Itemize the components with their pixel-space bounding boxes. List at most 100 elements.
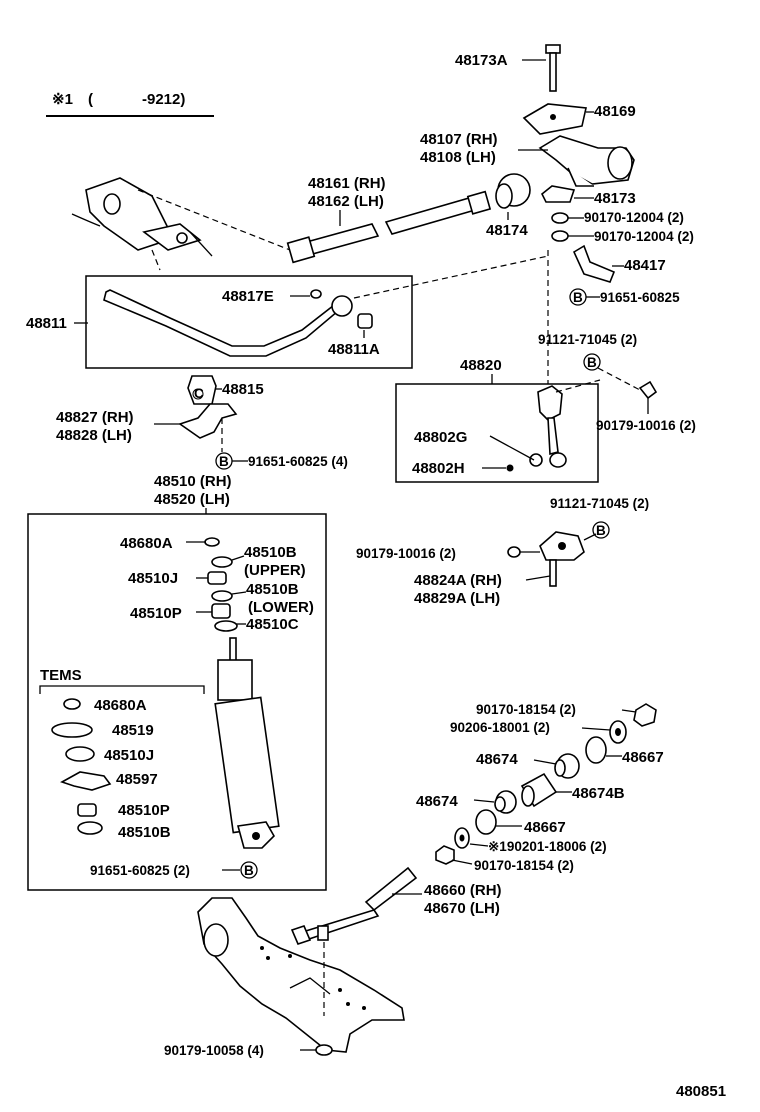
note-paren: (: [88, 91, 93, 108]
label-tems-48510J: 48510J: [104, 747, 154, 764]
bushing-48667-a: [585, 736, 607, 764]
label-48811A: 48811A: [328, 341, 380, 358]
label-48510J: 48510J: [128, 570, 178, 587]
label-48811: 48811: [26, 315, 67, 332]
stabilizer-bar-48811: [103, 289, 353, 357]
label-48824A: 48824A (RH): [414, 572, 502, 589]
bushing-48674-b: [494, 790, 517, 814]
link-48820: [506, 385, 567, 472]
svg-text:B: B: [244, 863, 254, 878]
label-tems-48519: 48519: [112, 722, 154, 739]
label-tems-48680A: 48680A: [94, 697, 147, 714]
label-48520: 48520 (LH): [154, 491, 230, 508]
bolt-48173A: [545, 44, 561, 92]
svg-text:B: B: [219, 454, 229, 469]
nut-90170-18154-a: [633, 703, 657, 727]
nut-90179-10058: [315, 1044, 333, 1056]
label-90170-12004-a: 90170-12004 (2): [584, 210, 684, 225]
label-48828: 48828 (LH): [56, 427, 132, 444]
label-48670: 48670 (LH): [424, 900, 500, 917]
label-tems-48597: 48597: [116, 771, 158, 788]
bracket-48824A: [539, 531, 585, 587]
label-48173: 48173: [594, 190, 636, 207]
sleeve-48674B: [520, 772, 558, 808]
ref-b-1: B: [569, 288, 587, 306]
ref-b-3: B: [215, 452, 233, 470]
label-tems: TEMS: [40, 667, 82, 684]
shock-absorber: [204, 537, 280, 849]
label-48162: 48162 (LH): [308, 193, 384, 210]
label-48173A: 48173A: [455, 52, 508, 69]
nut-90179-10016-b: [507, 546, 521, 558]
nut-90179-10016-a: [638, 380, 658, 400]
svg-text:C: C: [194, 386, 204, 401]
label-90170-12004-b: 90170-12004 (2): [594, 229, 694, 244]
label-91121-71045-a: 91121-71045 (2): [538, 332, 637, 347]
stabilizer-box: [85, 275, 413, 369]
label-48510P: 48510P: [130, 605, 182, 622]
part-48811A: [357, 313, 373, 329]
label-90170-18154-b: 90170-18154 (2): [474, 858, 574, 873]
bushing-48674-a: [554, 753, 580, 779]
nut-90170-12004-b: [551, 230, 569, 242]
label-48108: 48108 (LH): [420, 149, 496, 166]
label-91121-71045-b: 91121-71045 (2): [550, 496, 649, 511]
link-box: [395, 383, 599, 483]
label-48510C: 48510C: [246, 616, 299, 633]
torsion-bar-48161: [286, 190, 492, 264]
washer-190201: [454, 827, 470, 849]
label-48510B-lower: 48510B: [246, 581, 299, 598]
label-48802G: 48802G: [414, 429, 467, 446]
ref-b-4: B: [240, 861, 258, 879]
label-48827: 48827 (RH): [56, 409, 134, 426]
arm-48107: [538, 135, 635, 187]
label-48174: 48174: [486, 222, 528, 239]
note-symbol: ※1: [52, 91, 73, 108]
label-90206-18001: 90206-18001 (2): [450, 720, 550, 735]
label-91651-60825-a: 91651-60825: [600, 290, 680, 305]
note-range: -9212): [142, 91, 185, 108]
label-48660: 48660 (RH): [424, 882, 502, 899]
label-48817E: 48817E: [222, 288, 274, 305]
bracket-48417: [572, 244, 616, 283]
label-lower: (LOWER): [248, 599, 314, 616]
label-90179-10058: 90179-10058 (4): [164, 1043, 264, 1058]
label-91651-60825-c: 91651-60825 (2): [90, 863, 190, 878]
label-48829A: 48829A (LH): [414, 590, 500, 607]
label-48161: 48161 (RH): [308, 175, 386, 192]
label-48815: 48815: [222, 381, 264, 398]
label-48510B-upper: 48510B: [244, 544, 297, 561]
label-48802H: 48802H: [412, 460, 465, 477]
svg-text:B: B: [587, 355, 597, 370]
washer-90206-18001: [609, 720, 627, 744]
shock-box: [27, 513, 327, 891]
block-48173: [540, 185, 576, 203]
note-header: ※1 ( -9212): [46, 91, 214, 117]
label-90170-18154-a: 90170-18154 (2): [476, 702, 576, 717]
label-48417: 48417: [624, 257, 666, 274]
label-48680A: 48680A: [120, 535, 173, 552]
lower-arm: [197, 897, 405, 1053]
label-upper: (UPPER): [244, 562, 306, 579]
label-48667-b: 48667: [524, 819, 566, 836]
bushing-48667-b: [475, 809, 497, 835]
tems-parts: [51, 698, 112, 835]
label-48169: 48169: [594, 103, 636, 120]
label-48510: 48510 (RH): [154, 473, 232, 490]
diagram-id: 480851: [676, 1083, 726, 1100]
nut-90170-12004-a: [551, 212, 569, 224]
label-190201: ※190201-18006 (2): [488, 839, 607, 854]
svg-text:B: B: [573, 290, 583, 305]
label-90179-10016-b: 90179-10016 (2): [356, 546, 456, 561]
ref-b-2: B: [583, 353, 601, 371]
bushing-48174: [495, 173, 531, 209]
label-48667-a: 48667: [622, 749, 664, 766]
label-48107: 48107 (RH): [420, 131, 498, 148]
bracket-48827: [178, 403, 238, 439]
nut-90170-18154-b: [435, 845, 455, 865]
strut-rod-48660: [290, 866, 418, 945]
label-48820: 48820: [460, 357, 502, 374]
label-48674-a: 48674: [476, 751, 518, 768]
label-90179-10016-a: 90179-10016 (2): [596, 418, 696, 433]
